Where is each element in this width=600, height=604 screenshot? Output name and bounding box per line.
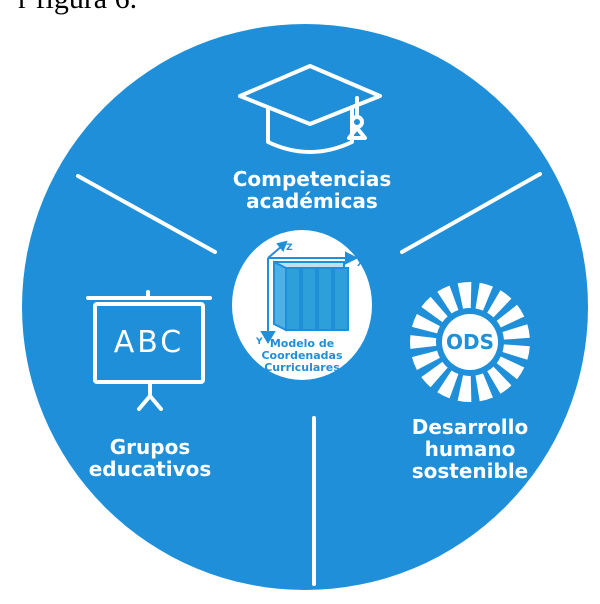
ods-wheel-segment <box>437 285 459 314</box>
grupos-label: Grupos educativos <box>70 436 230 480</box>
desarrollo-label: Desarrollo humano sostenible <box>390 416 550 482</box>
center-label-line3: Curriculares <box>264 361 340 374</box>
desarrollo-label-line2: humano <box>424 437 516 461</box>
ods-wheel-segment <box>421 361 448 388</box>
grupos-label-line2: educativos <box>88 457 212 481</box>
center-label-line2: Coordenadas <box>261 349 343 362</box>
ods-wheel-segment <box>457 375 472 402</box>
ods-wheel-segment <box>411 314 440 334</box>
divider-line-upper-left <box>76 174 217 254</box>
ods-wheel-segment <box>437 370 459 399</box>
ods-wheel-segment <box>496 304 525 328</box>
ods-wheel-segment <box>475 373 493 402</box>
graduation-cap-icon <box>238 64 382 154</box>
ods-wheel-segment <box>487 290 512 318</box>
ods-wheel-segment <box>502 344 530 360</box>
center-label-line1: Modelo de <box>269 337 335 350</box>
ods-wheel-segment <box>496 356 525 380</box>
divider-line-upper-right <box>400 172 542 254</box>
ods-badge-text: ODS <box>446 330 494 354</box>
competencias-label: Competencias académicas <box>212 168 412 212</box>
coordinate-cube-icon <box>260 240 359 344</box>
ods-wheel-segment <box>487 366 512 394</box>
ods-wheel-segment <box>457 282 472 309</box>
axis-z-label: Z <box>286 243 293 253</box>
axis-x-label: X <box>357 259 364 269</box>
competencias-label-line2: académicas <box>246 189 378 213</box>
grupos-label-line1: Grupos <box>109 435 191 459</box>
ods-wheel-segment <box>421 296 448 323</box>
ods-wheel-segment <box>411 350 440 370</box>
desarrollo-label-line3: sostenible <box>411 459 529 483</box>
desarrollo-label-line1: Desarrollo <box>411 415 529 439</box>
ods-wheel-segment <box>502 324 530 340</box>
partial-caption-text: r figura 6. <box>18 0 137 16</box>
ods-wheel-segment <box>409 335 437 349</box>
presentation-board-icon <box>86 290 212 411</box>
ods-center-disc <box>442 314 498 370</box>
competencias-label-line1: Competencias <box>232 167 392 191</box>
axis-y-label: Y <box>255 337 263 347</box>
ods-wheel-icon <box>409 282 530 402</box>
ods-wheel-segment <box>475 282 493 311</box>
center-model-label: Modelo de Coordenadas Curriculares <box>242 338 362 374</box>
board-text: ABC <box>114 325 185 360</box>
